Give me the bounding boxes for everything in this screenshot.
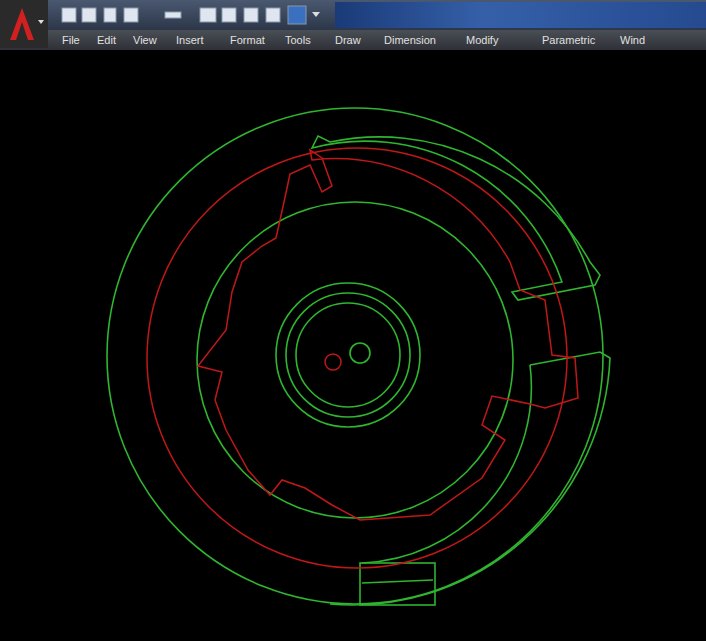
menu-item: Insert	[176, 33, 204, 47]
menu-item: Tools	[285, 33, 311, 47]
menu-item: Format	[230, 33, 265, 47]
menu-item: View	[133, 33, 157, 47]
menu-item: Edit	[97, 33, 116, 47]
menu-item: Parametric	[542, 33, 595, 47]
menu-item: Wind	[620, 33, 645, 47]
cad-drawing	[0, 50, 706, 641]
title-bar	[335, 2, 706, 28]
menu-item: Draw	[335, 33, 361, 47]
menu-item: Dimension	[384, 33, 436, 47]
menu-item: File	[62, 33, 80, 47]
menu-item: Modify	[466, 33, 498, 47]
